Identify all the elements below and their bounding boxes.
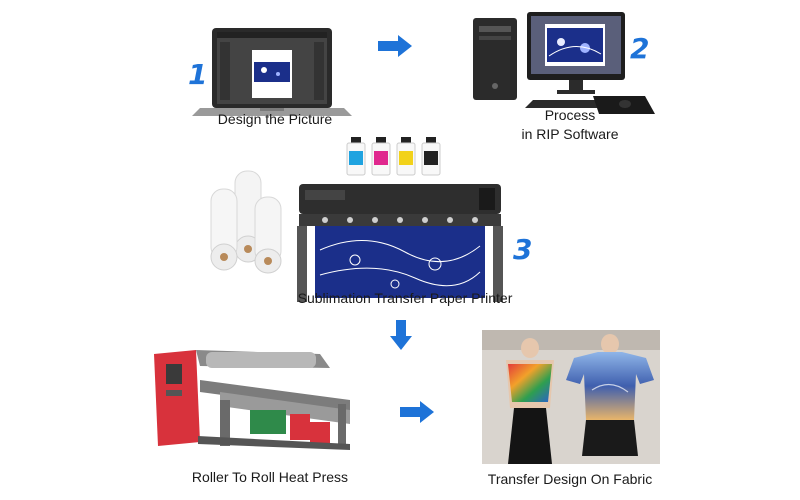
desktop-computer-icon [473,12,655,114]
step-number: 3 [513,233,533,266]
ink-bottle [396,137,416,176]
step-1: 1 Design the Picture [188,20,360,135]
step-3: 3 Sublimation Transfer Paper Printer [195,135,575,310]
step-caption: Roller To Roll Heat Press [191,469,349,485]
laptop-icon [192,28,352,116]
step-number: 1 [188,58,208,91]
paper-rolls-icon [210,170,282,274]
heat-press-icon [154,350,350,450]
ink-bottle [371,137,391,176]
step-number: 2 [630,32,650,65]
arrow-right-icon [400,401,434,423]
arrow-right-icon [378,35,412,57]
step-caption-line1: Process [544,107,596,123]
step-caption: Transfer Design On Fabric [487,471,653,487]
printed-garments-photo [482,330,660,464]
arrow-down-icon [390,320,412,350]
step-caption: Design the Picture [217,111,333,127]
printer-icon [297,184,503,302]
step-4: Roller To Roll Heat Press [150,340,390,495]
ink-bottles-icon [346,137,441,176]
step-caption-line2: in RIP Software [521,126,619,142]
ink-bottle [421,137,441,176]
step-2: 2 Process in RIP Software [465,8,675,148]
ink-bottle [346,137,366,176]
step-5: Transfer Design On Fabric [470,330,670,495]
step-caption: Sublimation Transfer Paper Printer [297,290,513,306]
